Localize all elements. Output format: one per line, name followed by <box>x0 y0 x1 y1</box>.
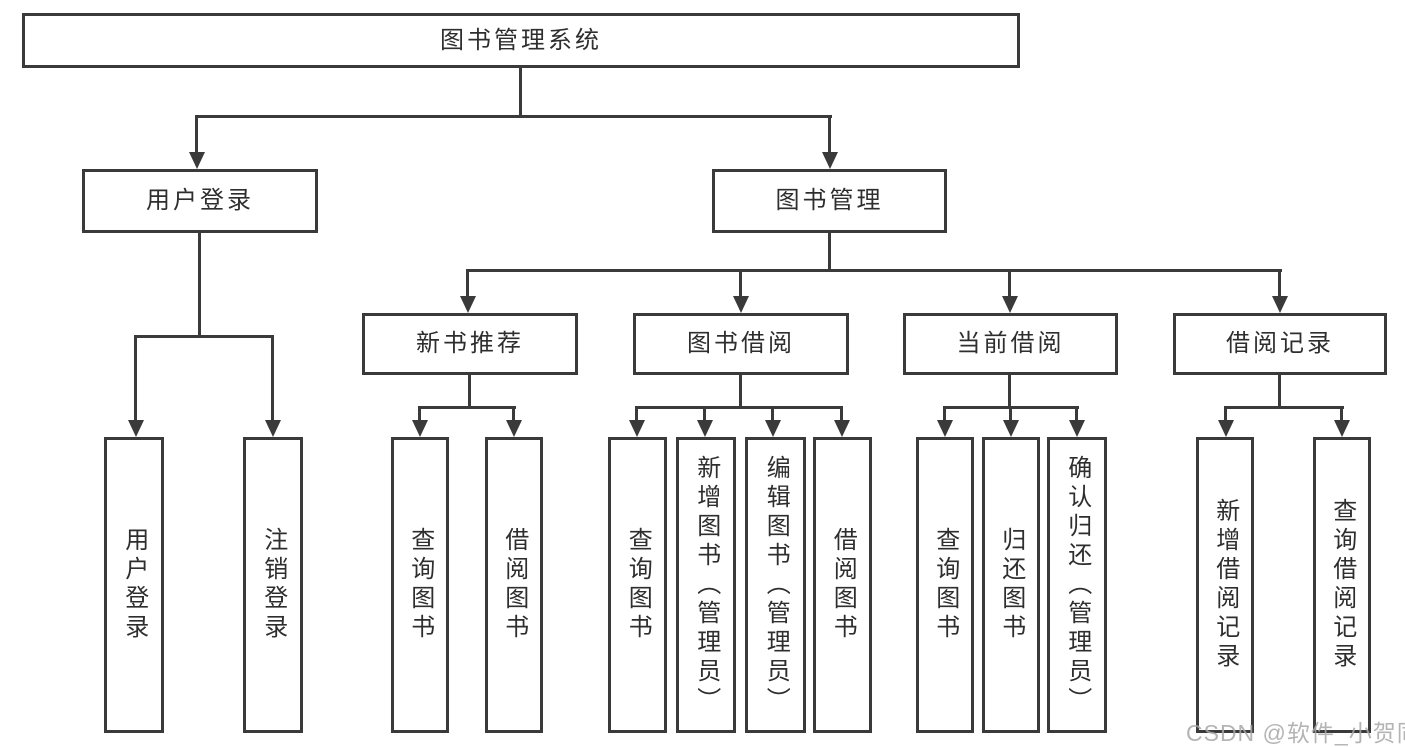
node-label: 图书借阅 <box>687 330 795 358</box>
connector-arrow <box>271 336 274 420</box>
connector-arrow <box>195 116 198 152</box>
node-label: 新增图书（管理员） <box>692 454 720 716</box>
node-borrow-records: 借阅记录 <box>1173 313 1387 375</box>
leaf-return-book: 归还图书 <box>982 437 1040 733</box>
connector-arrow <box>739 270 742 296</box>
connector-hline <box>418 406 516 409</box>
connector-arrow <box>418 407 421 420</box>
node-label: 借阅记录 <box>1226 330 1334 358</box>
node-label: 归还图书 <box>997 527 1025 643</box>
leaf-borrow-books: 借阅图书 <box>813 437 872 733</box>
connector-arrow <box>771 407 774 420</box>
node-label: 确认归还（管理员） <box>1063 454 1091 716</box>
connector-vline <box>1008 375 1011 408</box>
leaf-confirm-return-admin: 确认归还（管理员） <box>1047 437 1107 733</box>
connector-arrow <box>134 336 137 420</box>
connector-arrow <box>512 407 515 420</box>
node-label: 查询图书 <box>406 527 434 643</box>
leaf-user-login: 用户登录 <box>104 437 164 733</box>
node-book-borrow: 图书借阅 <box>633 313 849 375</box>
leaf-query-borrow-record: 查询借阅记录 <box>1313 437 1371 733</box>
connector-arrow <box>1009 407 1012 420</box>
leaf-logout: 注销登录 <box>243 437 303 733</box>
connector-vline <box>519 68 522 116</box>
node-label: 编辑图书（管理员） <box>762 454 790 716</box>
node-label: 当前借阅 <box>956 330 1065 358</box>
node-label: 用户登录 <box>146 187 254 215</box>
node-label: 新增借阅记录 <box>1211 498 1239 672</box>
connector-arrow <box>828 116 831 152</box>
node-library-management-system: 图书管理系统 <box>22 13 1020 68</box>
connector-vline <box>828 233 831 270</box>
connector-arrow <box>1278 270 1281 296</box>
node-label: 借阅图书 <box>500 527 528 643</box>
node-current-borrow: 当前借阅 <box>903 313 1118 375</box>
connector-hline <box>1224 406 1344 409</box>
connector-arrow <box>943 407 946 420</box>
node-new-book-recommend: 新书推荐 <box>362 313 578 375</box>
leaf-borrow-books-recommend: 借阅图书 <box>485 437 543 733</box>
connector-arrow <box>1008 270 1011 296</box>
node-label: 查询图书 <box>931 527 959 643</box>
leaf-query-books-current: 查询图书 <box>916 437 974 733</box>
connector-arrow <box>840 407 843 420</box>
leaf-query-books-borrow: 查询图书 <box>608 437 667 733</box>
leaf-add-borrow-record: 新增借阅记录 <box>1196 437 1254 733</box>
connector-hline <box>466 269 1282 272</box>
connector-hline <box>134 335 274 338</box>
connector-hline <box>635 406 843 409</box>
connector-vline <box>739 375 742 408</box>
watermark: CSDN @软件_小贺同学 <box>1186 720 1405 746</box>
connector-arrow <box>1075 407 1078 420</box>
node-label: 图书管理系统 <box>440 26 602 54</box>
connector-arrow <box>635 407 638 420</box>
connector-hline <box>195 115 832 118</box>
leaf-query-books-recommend: 查询图书 <box>391 437 449 733</box>
node-label: 查询借阅记录 <box>1328 498 1356 672</box>
connector-arrow <box>466 270 469 296</box>
connector-vline <box>468 375 471 408</box>
node-book-management: 图书管理 <box>712 169 947 233</box>
connector-arrow <box>1340 407 1343 420</box>
leaf-edit-book-admin: 编辑图书（管理员） <box>745 437 806 733</box>
node-label: 查询图书 <box>624 527 652 643</box>
connector-arrow <box>1224 407 1227 420</box>
leaf-add-book-admin: 新增图书（管理员） <box>676 437 736 733</box>
node-user-login: 用户登录 <box>82 169 318 233</box>
node-label: 借阅图书 <box>829 527 857 643</box>
connector-vline <box>1278 375 1281 408</box>
node-label: 图书管理 <box>775 187 884 215</box>
node-label: 用户登录 <box>120 527 148 643</box>
node-label: 注销登录 <box>259 527 287 643</box>
connector-arrow <box>703 407 706 420</box>
node-label: 新书推荐 <box>416 330 524 358</box>
connector-vline <box>198 233 201 336</box>
